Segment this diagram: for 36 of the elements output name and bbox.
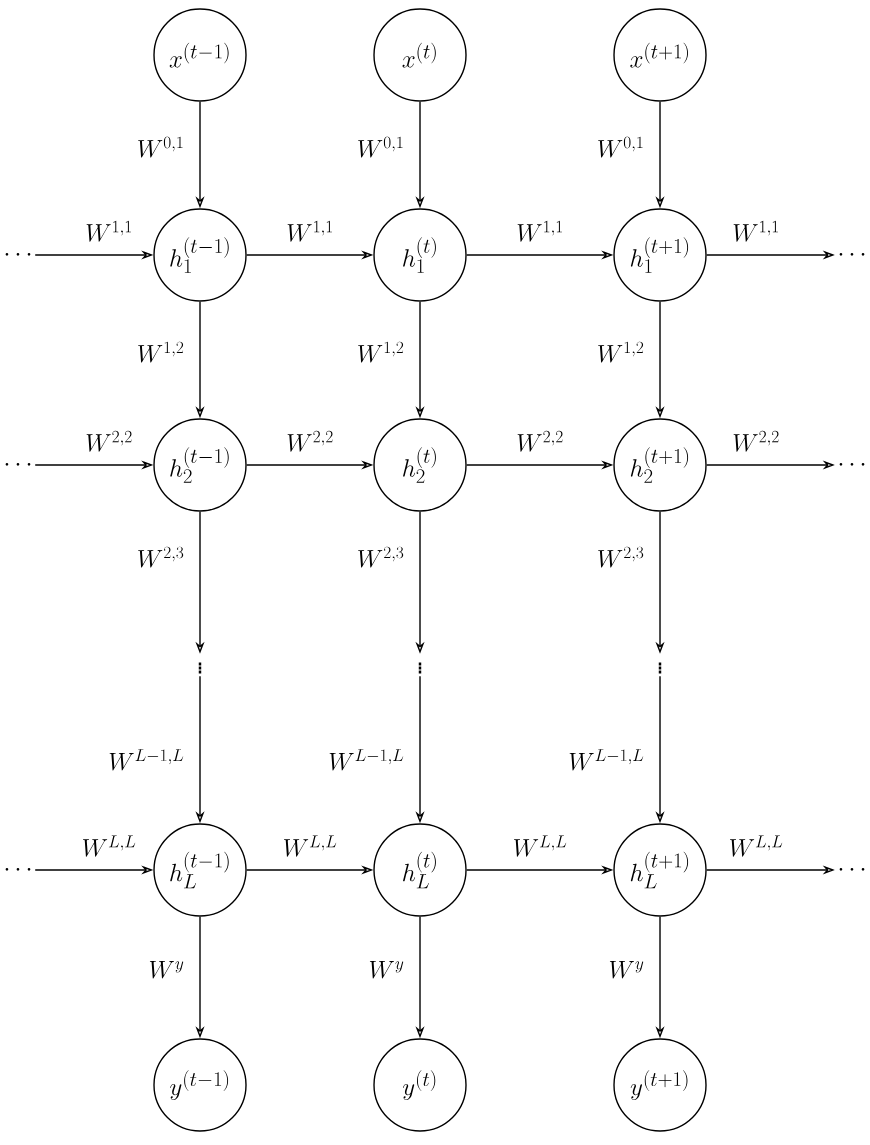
ellipsis-text: $\vdots$ <box>418 662 422 674</box>
edge-label: $W^{2,2}$ <box>86 430 132 452</box>
edge-label: $W^{1,2}$ <box>358 341 404 363</box>
ellipsis-text: $\vdots$ <box>198 662 202 674</box>
edge-label: $W^{L-1,L}$ <box>329 749 404 771</box>
edge-label: $W^{2,3}$ <box>358 546 404 568</box>
edge-label: $W^{0,1}$ <box>358 136 403 158</box>
edge-label: $W^{y}$ <box>609 961 644 979</box>
ellipsis-text: $\cdots$ <box>839 253 865 256</box>
ellipsis-text: $\cdots$ <box>839 463 865 466</box>
ellipsis-text: $\vdots$ <box>658 662 662 674</box>
edge-label: $W^{L-1,L}$ <box>569 749 644 771</box>
edge-label: $W^{2,3}$ <box>598 546 644 568</box>
edge-label: $W^{L,L}$ <box>83 835 136 857</box>
ellipsis-text: $\cdots$ <box>839 868 865 871</box>
ellipsis-text: $\cdots$ <box>5 868 31 871</box>
ellipsis-text: $\cdots$ <box>5 463 31 466</box>
edge-label: $W^{1,1}$ <box>733 220 778 242</box>
edge-label: $W^{y}$ <box>369 961 404 979</box>
edge-label: $W^{2,3}$ <box>138 546 184 568</box>
edge-label: $W^{1,1}$ <box>86 220 131 242</box>
edge-label: $W^{y}$ <box>149 961 184 979</box>
edge-label: $W^{1,2}$ <box>598 341 644 363</box>
edge-label: $W^{L,L}$ <box>730 835 783 857</box>
edge-label: $W^{2,2}$ <box>733 430 779 452</box>
edge-label: $W^{L,L}$ <box>514 835 567 857</box>
edge-label: $W^{0,1}$ <box>138 136 183 158</box>
ellipsis-text: $\cdots$ <box>5 253 31 256</box>
edge-label: $W^{2,2}$ <box>287 430 333 452</box>
edge-label: $W^{0,1}$ <box>598 136 643 158</box>
edge-label: $W^{L-1,L}$ <box>109 749 184 771</box>
edge-label: $W^{1,2}$ <box>138 341 184 363</box>
edge-label: $W^{1,1}$ <box>287 220 332 242</box>
edge-label: $W^{1,1}$ <box>517 220 562 242</box>
edge-label: $W^{L,L}$ <box>284 835 337 857</box>
edge-label: $W^{2,2}$ <box>517 430 563 452</box>
